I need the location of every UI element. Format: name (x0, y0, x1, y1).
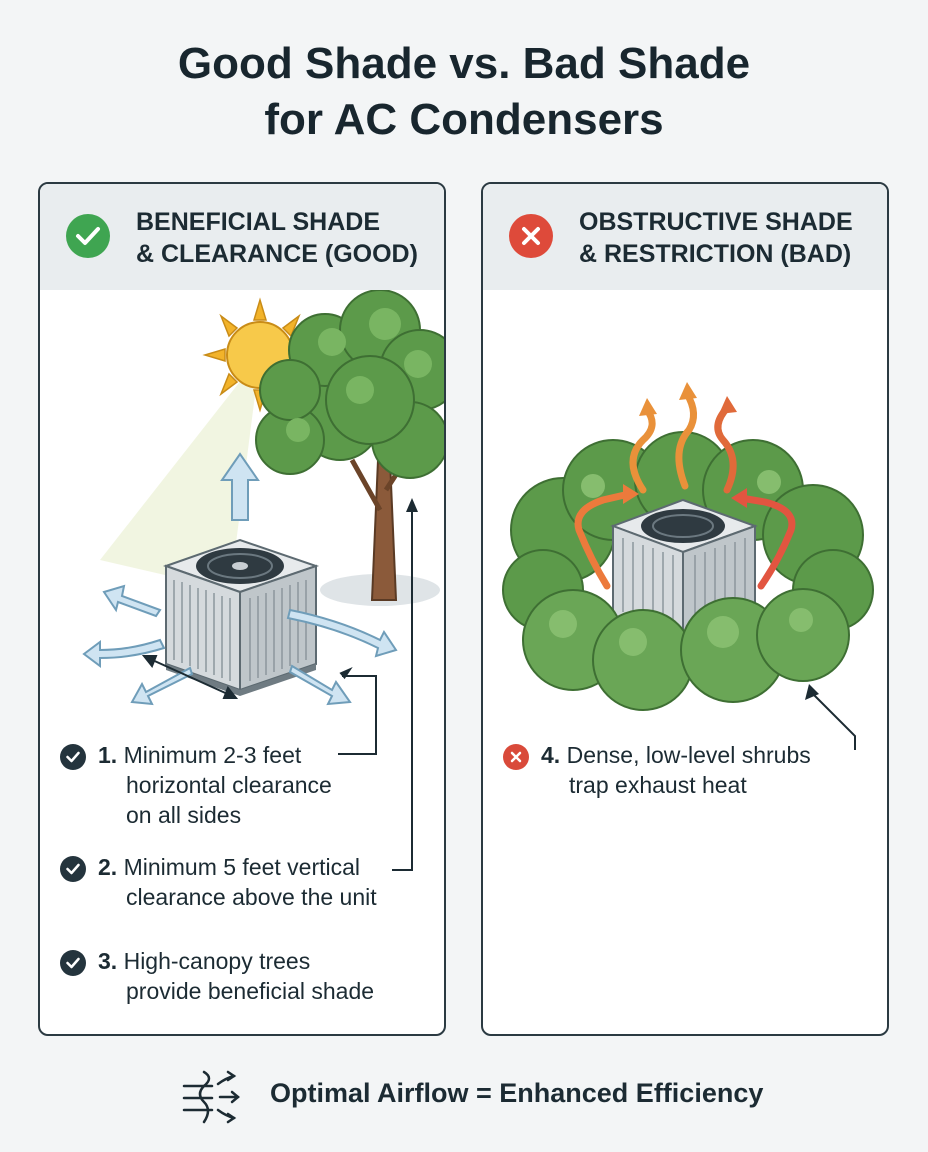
good-header-line-1: BENEFICIAL SHADE (136, 208, 381, 236)
good-panel-title: BENEFICIAL SHADE & CLEARANCE (GOOD) (136, 206, 436, 270)
callout-lines (338, 512, 413, 871)
ac-condenser-unit (162, 538, 320, 696)
front-shrubs (522, 588, 850, 711)
check-circle-icon (66, 214, 110, 258)
upward-airflow-arrow (220, 452, 260, 521)
heat-arrowheads (623, 382, 747, 508)
airflow-icon (182, 1070, 240, 1124)
x-circle-icon (509, 214, 553, 258)
title-line-1: Good Shade vs. Bad Shade (177, 39, 751, 88)
page-title: Good Shade vs. Bad Shade for AC Condense… (0, 36, 928, 148)
clearance-measure-arrow (141, 655, 239, 699)
good-header-line-2: & CLEARANCE (GOOD) (136, 240, 418, 268)
check-icon (60, 856, 86, 882)
good-item-1-text: 1. Minimum 2-3 feet horizontal clearance… (98, 742, 332, 828)
good-panel-header: BENEFICIAL SHADE & CLEARANCE (GOOD) (40, 184, 444, 290)
bad-panel-header: OBSTRUCTIVE SHADE & RESTRICTION (BAD) (483, 184, 887, 290)
bad-header-line-1: OBSTRUCTIVE SHADE (579, 208, 853, 236)
callout-line (810, 691, 856, 750)
tree-icon (255, 290, 444, 601)
shrub-highlights (549, 470, 813, 656)
bad-item-4-text: 4. Dense, low-level shrubs trap exhaust … (541, 742, 811, 798)
good-item-2-text: 2. Minimum 5 feet vertical clearance abo… (98, 854, 377, 910)
horizontal-airflow-arrows (82, 584, 398, 706)
x-icon (503, 744, 529, 770)
trapped-heat-arrows (574, 390, 796, 590)
footer-text: Optimal Airflow = Enhanced Efficiency (270, 1078, 764, 1108)
bad-header-line-2: & RESTRICTION (BAD) (579, 240, 852, 268)
check-icon (60, 950, 86, 976)
good-shade-illustration (82, 290, 444, 871)
bad-shade-panel: OBSTRUCTIVE SHADE & RESTRICTION (BAD) (481, 182, 889, 1036)
bad-shade-illustration (502, 382, 874, 750)
footer: Optimal Airflow = Enhanced Efficiency (0, 1062, 928, 1132)
good-item-3-text: 3. High-canopy trees provide beneficial … (98, 948, 375, 1004)
check-icon (60, 744, 86, 770)
good-shade-panel: BENEFICIAL SHADE & CLEARANCE (GOOD) (38, 182, 446, 1036)
bad-panel-title: OBSTRUCTIVE SHADE & RESTRICTION (BAD) (579, 206, 879, 270)
title-line-2: for AC Condensers (264, 95, 664, 144)
